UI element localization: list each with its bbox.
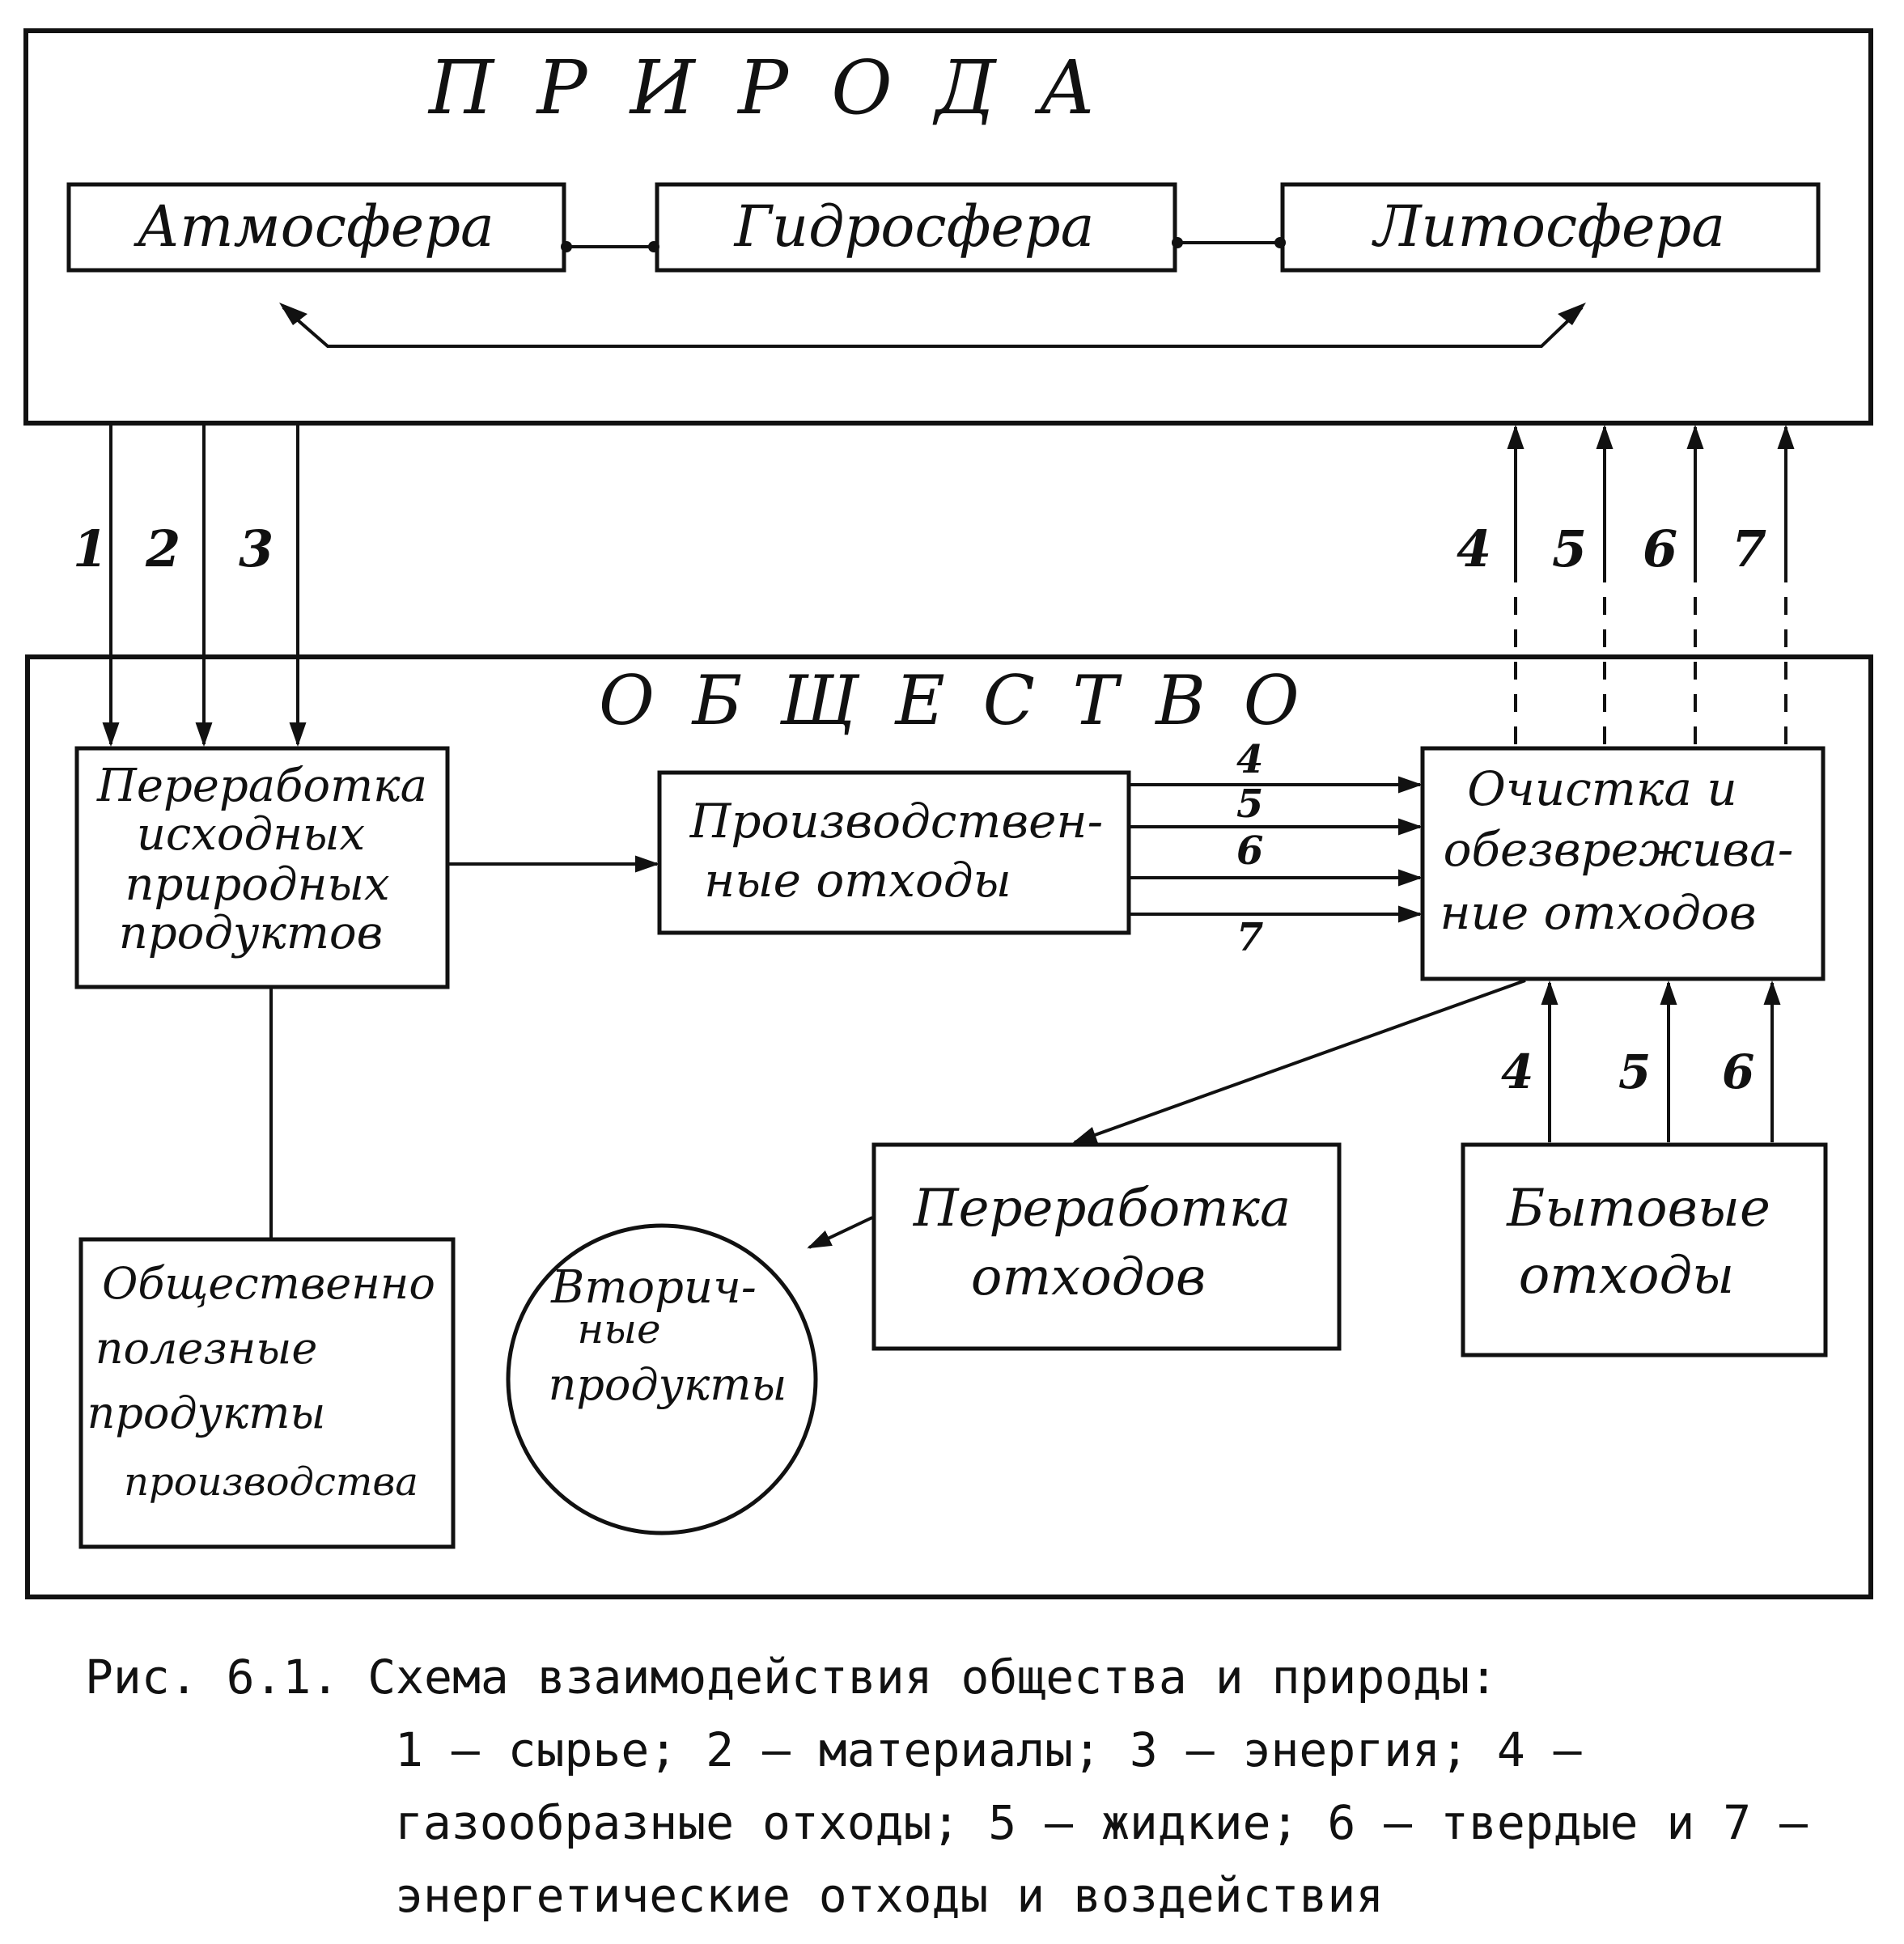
caption-legend: 1 – сырье; 2 – материалы; 3 – энергия; 4… [395,1722,1836,1923]
society-frame [25,654,1873,1599]
caption-first-line: Рис. 6.1. Схема взаимодействия общества … [85,1650,1498,1705]
connector-arrowhead-right [1558,303,1586,325]
output-label-6: 6 [1643,519,1677,578]
lithosphere-label: Литосфера [1372,193,1725,260]
useful-products-line-2: полезные [95,1323,318,1374]
output-label-4: 4 [1457,519,1491,578]
output-label-7: 7 [1732,519,1766,578]
secondary-products-line-3: продукты [549,1359,787,1410]
hydrosphere-label: Гидросфера [733,193,1095,260]
atmosphere-lithosphere-connector [282,306,1584,348]
household-flow-label-4: 4 [1501,1044,1533,1099]
output-label-5: 5 [1552,519,1587,578]
useful-products-box [78,1237,456,1549]
raw-processing-line-4: продуктов [119,907,383,959]
household-waste-line-1: Бытовые [1506,1179,1770,1239]
atmosphere-label: Атмосфера [133,193,494,260]
treatment-to-recycling-arrow [1072,979,1526,1144]
hydrosphere-box [655,182,1177,273]
industrial-waste-line-1: Производствен- [689,794,1103,849]
input-label-2: 2 [145,519,180,578]
society-title: О Б Щ Е С Т В О [599,661,1308,740]
waste-treatment-line-1: Очистка и [1467,761,1736,816]
raw-processing-line-2: исходных [137,808,365,861]
raw-processing-box [74,746,450,989]
input-label-1: 1 [73,519,108,578]
interaction-diagram: П Р И Р О Д А Атмосфера Гидросфера Литос… [23,28,1873,1599]
lithosphere-box [1280,182,1821,273]
industrial-flow-label-7: 7 [1236,915,1263,960]
waste-treatment-box [1420,746,1826,981]
nature-frame [23,28,1873,426]
industrial-flow-label-6: 6 [1236,828,1263,874]
secondary-products-line-1: Вторич- [550,1261,757,1314]
raw-processing-line-1: Переработка [96,760,427,812]
useful-products-line-3: продукты [87,1387,326,1438]
waste-treatment-line-2: обезврежива- [1444,822,1794,877]
connector-arrowhead-left [279,303,307,325]
industrial-flow-label-5: 5 [1236,781,1263,827]
industrial-waste-line-2: ные отходы [704,853,1011,908]
waste-treatment-line-3: ние отходов [1440,885,1756,940]
useful-products-line-4: производства [124,1459,418,1505]
household-flow-label-5: 5 [1618,1044,1651,1099]
useful-products-line-1: Общественно [102,1258,435,1309]
industrial-waste-box [657,770,1131,935]
industrial-flow-label-4: 4 [1236,737,1263,782]
household-flow-label-6: 6 [1722,1044,1754,1099]
figure-caption: Рис. 6.1. Схема взаимодействия общества … [85,1641,1825,1932]
raw-processing-line-3: природных [125,858,389,911]
secondary-products-circle [506,1223,818,1535]
nature-title: П Р И Р О Д А [427,44,1105,131]
waste-recycling-line-2: отходов [971,1247,1206,1307]
household-waste-box [1461,1142,1828,1357]
household-waste-line-2: отходы [1519,1246,1735,1306]
waste-recycling-line-1: Переработка [913,1179,1291,1239]
waste-recycling-box [871,1142,1342,1351]
recycling-to-secondary-arrow [807,1216,873,1249]
input-label-3: 3 [239,519,274,578]
atmosphere-box [66,182,566,273]
secondary-products-line-2: ные [577,1306,660,1353]
